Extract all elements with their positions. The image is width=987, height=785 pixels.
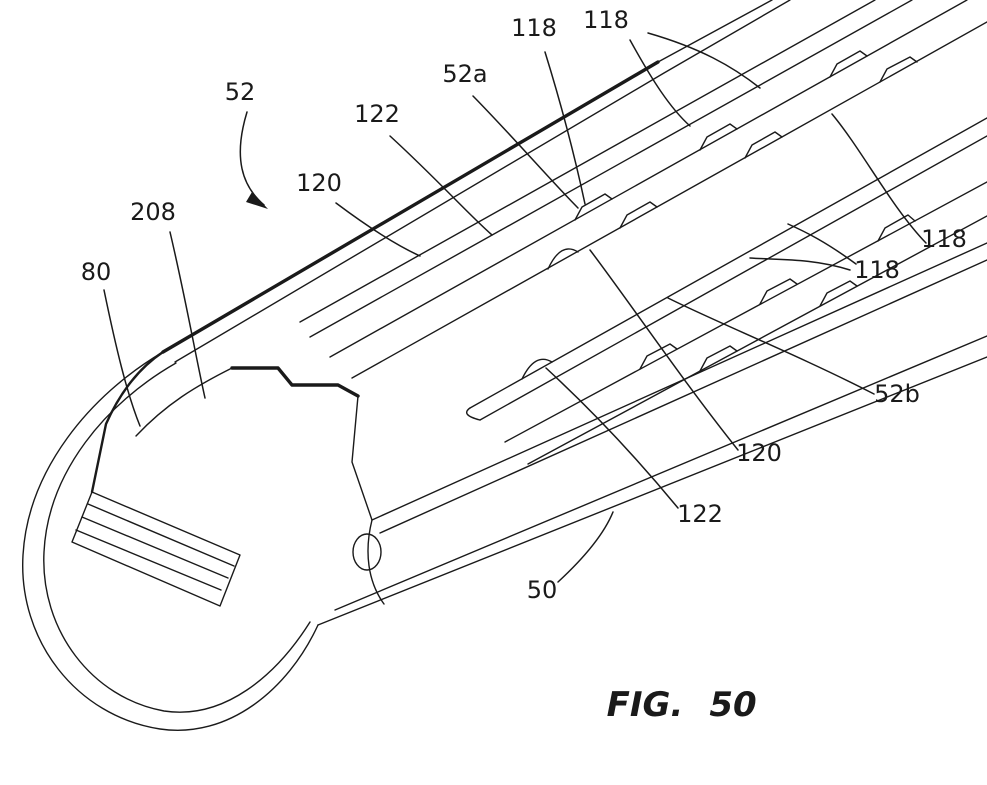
leader-120-right (589, 249, 739, 451)
staple-row-line-1 (329, 0, 968, 358)
pocket-bump (744, 131, 783, 159)
leader-122-left (389, 135, 493, 236)
leader-52b (667, 297, 875, 395)
pocket-bump (877, 214, 916, 242)
leader-208 (169, 231, 206, 399)
ref-label-52a: 52a (442, 60, 487, 88)
channel-top-edge-2 (379, 259, 987, 534)
leader-52-arrowhead (246, 192, 268, 209)
leader-lines (103, 32, 927, 583)
deck-top-edge-continuation (657, 0, 773, 63)
ref-label-120-right: 120 (736, 439, 782, 467)
leader-52 (239, 111, 265, 206)
ref-label-122-right: 122 (677, 500, 723, 528)
leader-118-right-upper (831, 113, 927, 244)
ref-label-122-left: 122 (354, 100, 400, 128)
leader-118-topleft (544, 51, 586, 205)
pocket-bump (699, 345, 738, 372)
nose-outer-curve (22, 351, 319, 731)
leader-118-right-lower-2 (749, 257, 851, 271)
pocket-bump (699, 123, 738, 151)
channel-pin-hole (352, 533, 382, 571)
deck-line-2 (309, 0, 913, 338)
leader-52a (472, 95, 579, 209)
pocket-bump (639, 343, 678, 370)
channel-front-face-curve (367, 519, 385, 605)
figure-caption-prefix: FIG. (607, 685, 684, 725)
leader-118-right-lower-1 (787, 223, 857, 265)
staple-row-line-3 (504, 181, 987, 443)
leader-50 (557, 511, 614, 583)
ref-label-118-top: 118 (583, 6, 629, 34)
leader-118-top-1 (629, 39, 691, 127)
knife-slot-line-2 (479, 135, 987, 421)
knife-slot-proximal-cap (466, 407, 481, 421)
stack-facet-outline (71, 491, 241, 607)
reference-labels: 52 118 118 52a 122 120 208 80 118 118 52… (81, 6, 967, 604)
knife-slot-line-1 (469, 117, 987, 409)
pocket-bump (829, 50, 868, 78)
ref-label-52: 52 (225, 78, 256, 106)
channel-bottom-outer-edge (317, 356, 987, 626)
step-to-nose-connector (135, 367, 233, 437)
ref-label-208: 208 (130, 198, 176, 226)
deck-front-connector (351, 395, 373, 521)
pocket-bump (879, 56, 918, 83)
stack-layer-line-1 (87, 503, 235, 567)
ref-label-80: 80 (81, 258, 112, 286)
stack-layer-line-3 (75, 529, 222, 591)
dome-feature (547, 248, 579, 270)
ref-label-118-right-lower: 118 (854, 256, 900, 284)
ref-label-118-topleft: 118 (511, 14, 557, 42)
ref-label-52b: 52b (874, 380, 920, 408)
proximal-step-bold-edge (230, 366, 360, 398)
pocket-bump (619, 201, 658, 229)
nose-inner-curve (43, 362, 311, 713)
staple-pocket-bumps (521, 50, 918, 380)
nose-front-bold-edge (90, 350, 165, 494)
leader-80 (103, 289, 141, 427)
leader-122-right (545, 367, 679, 509)
deck-top-inner-edge (174, 0, 791, 363)
channel-bottom-inner-edge (334, 335, 987, 611)
pocket-bump (819, 280, 858, 307)
figure-caption: FIG. 50 (607, 685, 757, 725)
stack-layer-line-2 (81, 516, 229, 579)
figure-caption-number: 50 (709, 685, 756, 725)
pocket-bump (759, 278, 798, 305)
leader-120-left (335, 202, 421, 257)
leader-118-top-2 (647, 32, 761, 89)
dome-feature (521, 358, 553, 380)
deck-top-bold-edge (161, 60, 660, 354)
ref-label-118-right-upper: 118 (921, 225, 967, 253)
staple-row-line-2 (351, 21, 987, 379)
staple-row-line-4 (527, 215, 987, 465)
channel-top-edge-1 (371, 242, 987, 521)
pocket-bump (574, 193, 613, 221)
ref-label-50: 50 (527, 576, 558, 604)
device-outline (22, 0, 987, 731)
ref-label-120-left: 120 (296, 169, 342, 197)
deck-line-1 (299, 0, 876, 323)
